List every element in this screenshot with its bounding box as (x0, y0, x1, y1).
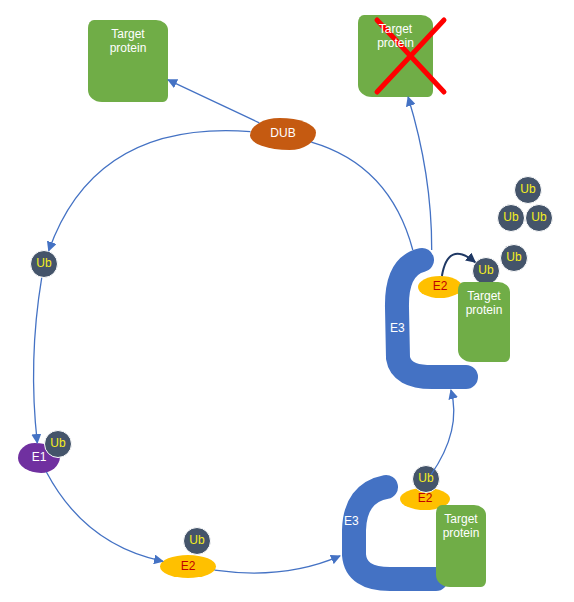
node-label: E2 (418, 492, 433, 506)
target-protein-shape: Target protein (458, 282, 510, 362)
ubiquitin-circle: Ub (183, 527, 211, 555)
ubiquitin-circle: Ub (497, 204, 525, 232)
dub-enzyme: DUB (250, 118, 316, 150)
node-label: E3 (390, 322, 405, 336)
ubiquitin-circle: Ub (525, 204, 553, 232)
ubiquitin-circle: Ub (514, 176, 542, 204)
node-label: E3 (344, 515, 359, 529)
flow-arrow (168, 80, 259, 123)
flow-arrow (408, 97, 432, 250)
flow-arrow (442, 254, 475, 276)
ubiquitin-circle: Ub (472, 257, 500, 285)
node-label: Ub (418, 472, 433, 486)
node-label: Ub (506, 251, 521, 265)
node-label: Target protein (439, 513, 483, 541)
node-label: E2 (181, 560, 196, 574)
node-label: Ub (189, 534, 204, 548)
flow-arrow (215, 556, 341, 573)
node-label: Target protein (98, 28, 158, 56)
flow-arrow (431, 390, 454, 475)
node-label: Ub (520, 183, 535, 197)
node-label: DUB (270, 127, 295, 141)
ubiquitin-circle: Ub (44, 430, 72, 458)
ubiquitin-circle: Ub (412, 465, 440, 493)
flow-arrow (34, 278, 42, 443)
flow-arrow (46, 472, 163, 561)
node-label: Ub (50, 437, 65, 451)
e3-body (397, 260, 466, 377)
ubiquitin-circle: Ub (500, 244, 528, 272)
node-label: Target protein (366, 23, 425, 51)
target-protein-shape: Target protein (436, 505, 486, 587)
ubiquitin-circle: Ub (30, 250, 58, 278)
flow-arrow (49, 131, 251, 251)
node-label: Ub (478, 264, 493, 278)
node-label: Ub (503, 211, 518, 225)
node-label: Target protein (462, 290, 506, 318)
node-label: E1 (32, 451, 47, 465)
e3-body (354, 487, 436, 579)
e2-enzyme: E2 (418, 276, 462, 298)
flow-arrow (311, 142, 413, 250)
node-label: Ub (36, 257, 51, 271)
target-protein-shape: Target protein (358, 15, 433, 97)
e2-enzyme: E2 (160, 555, 216, 578)
node-label: Ub (531, 211, 546, 225)
target-protein-shape: Target protein (88, 20, 168, 102)
node-label: E2 (433, 280, 448, 294)
